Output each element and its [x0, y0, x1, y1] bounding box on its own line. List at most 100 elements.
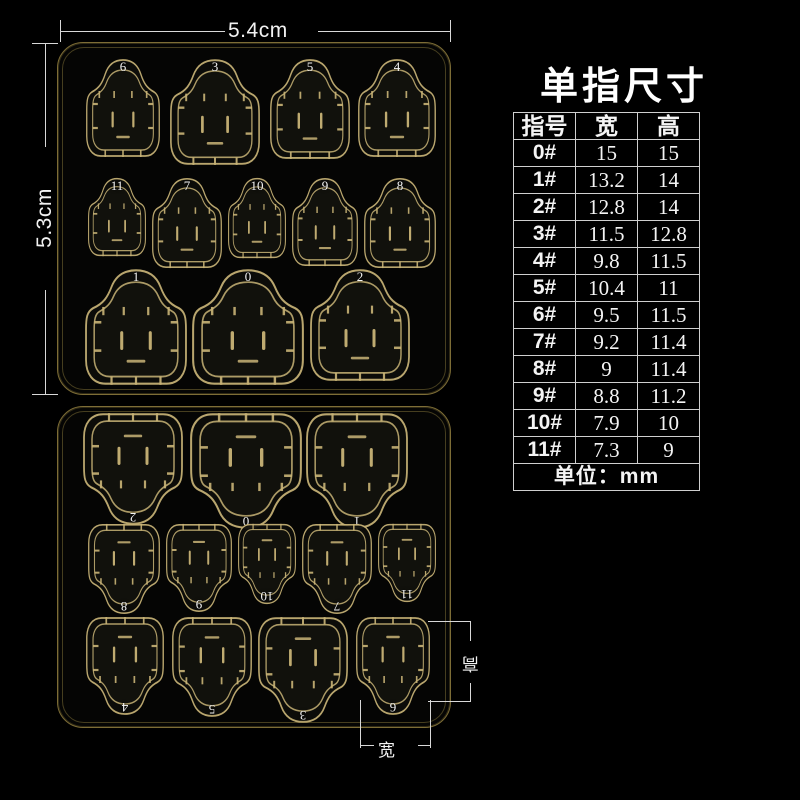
nail-tip-5: 5 — [172, 616, 252, 718]
nail-tip-7: 7 — [302, 523, 372, 615]
tray-width-dimension-label: 5.4cm — [228, 19, 288, 42]
top-dim-line-right — [318, 31, 450, 32]
top-dim-line-left — [60, 31, 225, 32]
cell-finger-number: 5# — [513, 274, 576, 302]
cell-width: 8.8 — [575, 382, 638, 410]
nail-width-dim-left-tick — [360, 700, 361, 748]
cell-width: 7.9 — [575, 409, 638, 437]
unit-note: 单位：mm — [513, 463, 700, 491]
cell-width: 13.2 — [575, 166, 638, 194]
top-dim-right-tick — [450, 20, 451, 42]
nail-height-dim-top-tick — [428, 621, 470, 622]
nail-tip-0: 0 — [190, 412, 302, 530]
cell-height: 11.2 — [637, 382, 700, 410]
cell-height: 15 — [637, 139, 700, 167]
nail-width-dim-right-tick — [430, 700, 431, 748]
nail-tip-11: 11 — [378, 523, 436, 603]
table-header-row: 指号 宽 高 — [513, 112, 700, 140]
cell-height: 14 — [637, 193, 700, 221]
tray-height-dimension-label: 5.3cm — [33, 188, 56, 248]
nail-tip-3: 3 — [258, 616, 348, 724]
nail-height-dim-line-top — [470, 621, 471, 641]
nail-tip-1: 1 — [85, 268, 187, 386]
cell-height: 12.8 — [637, 220, 700, 248]
nail-tip-9: 9 — [166, 523, 232, 613]
cell-finger-number: 10# — [513, 409, 576, 437]
cell-width: 15 — [575, 139, 638, 167]
nail-width-dim-line-right — [418, 745, 431, 746]
nail-tip-6: 6 — [356, 616, 430, 716]
cell-width: 7.3 — [575, 436, 638, 464]
cell-width: 10.4 — [575, 274, 638, 302]
table-footer-row: 单位：mm — [513, 463, 700, 491]
nail-width-dim-line-left — [360, 745, 374, 746]
cell-width: 9.2 — [575, 328, 638, 356]
nail-height-label: 高 — [461, 654, 479, 673]
left-dim-bottom-tick — [32, 394, 58, 395]
cell-width: 12.8 — [575, 193, 638, 221]
left-dim-line-top — [45, 43, 46, 147]
cell-finger-number: 9# — [513, 382, 576, 410]
cell-height: 11 — [637, 274, 700, 302]
cell-height: 9 — [637, 436, 700, 464]
nail-tip-0: 0 — [192, 268, 304, 386]
cell-height: 11.5 — [637, 247, 700, 275]
nail-tip-11: 11 — [88, 177, 146, 257]
left-dim-line-bottom — [45, 290, 46, 394]
nail-tip-9: 9 — [292, 177, 358, 267]
nail-tip-4: 4 — [86, 616, 164, 716]
cell-width: 9.5 — [575, 301, 638, 329]
cell-finger-number: 8# — [513, 355, 576, 383]
cell-finger-number: 2# — [513, 193, 576, 221]
nail-width-label: 宽 — [378, 741, 396, 760]
header-height: 高 — [637, 112, 700, 140]
cell-height: 11.4 — [637, 355, 700, 383]
nail-tip-10: 10 — [238, 523, 296, 605]
nail-tip-8: 8 — [88, 523, 160, 615]
header-finger-number: 指号 — [513, 112, 576, 140]
nail-tip-1: 1 — [306, 412, 408, 530]
nail-tip-2: 2 — [310, 268, 410, 382]
nail-tip-3: 3 — [170, 58, 260, 166]
cell-height: 11.4 — [637, 328, 700, 356]
nail-tip-2: 2 — [83, 412, 183, 526]
cell-finger-number: 6# — [513, 301, 576, 329]
nail-tip-8: 8 — [364, 177, 436, 269]
cell-width: 9 — [575, 355, 638, 383]
nail-tip-10: 10 — [228, 177, 286, 259]
nail-tip-7: 7 — [152, 177, 222, 269]
cell-height: 11.5 — [637, 301, 700, 329]
cell-height: 14 — [637, 166, 700, 194]
nail-tip-6: 6 — [86, 58, 160, 158]
cell-finger-number: 4# — [513, 247, 576, 275]
nail-height-dim-line-bottom — [470, 683, 471, 702]
cell-finger-number: 1# — [513, 166, 576, 194]
cell-finger-number: 7# — [513, 328, 576, 356]
cell-finger-number: 11# — [513, 436, 576, 464]
nail-tip-4: 4 — [358, 58, 436, 158]
cell-width: 9.8 — [575, 247, 638, 275]
nail-height-dim-bottom-tick — [428, 701, 470, 702]
cell-height: 10 — [637, 409, 700, 437]
cell-width: 11.5 — [575, 220, 638, 248]
cell-finger-number: 0# — [513, 139, 576, 167]
nail-tip-5: 5 — [270, 58, 350, 160]
size-table-title: 单指尺寸 — [540, 66, 709, 108]
cell-finger-number: 3# — [513, 220, 576, 248]
header-width: 宽 — [575, 112, 638, 140]
